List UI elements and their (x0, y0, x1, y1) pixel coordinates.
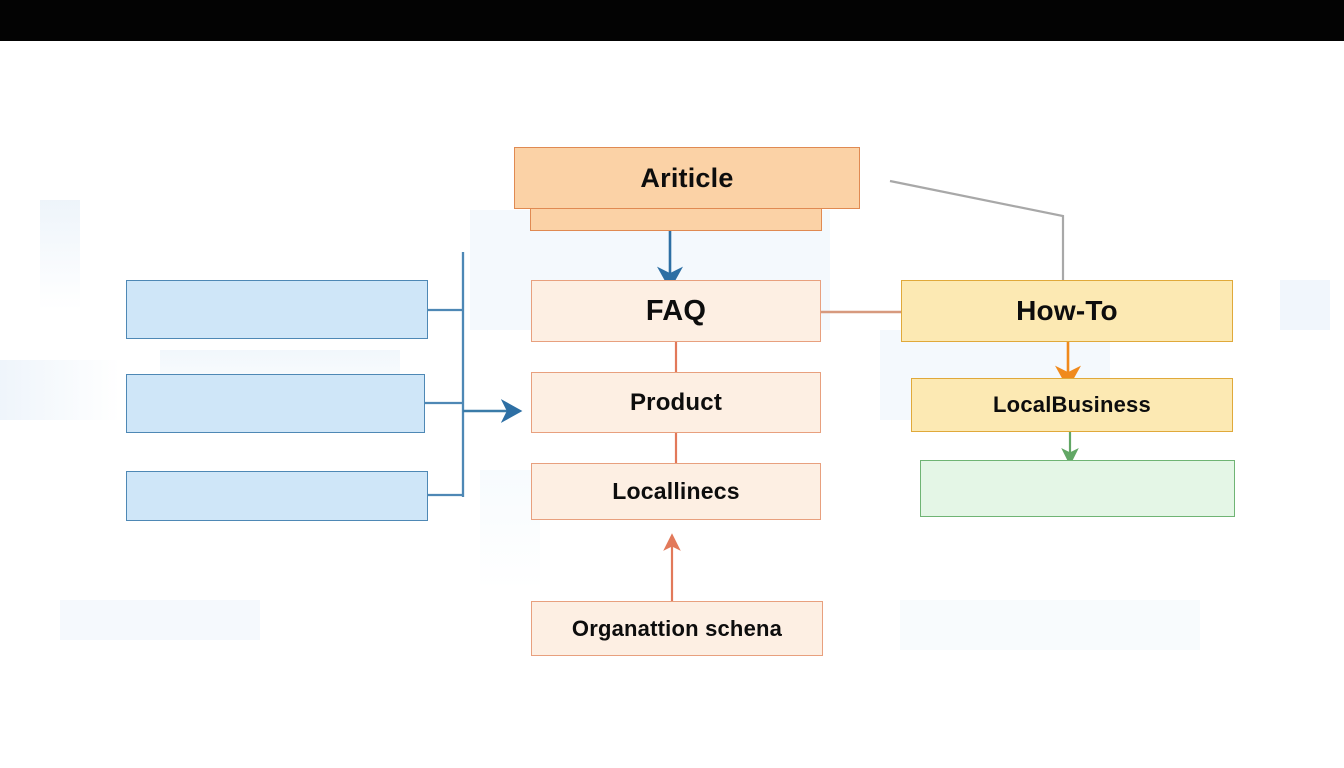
letterbox-top-bar (0, 0, 1344, 41)
node-article[interactable]: Ariticle (514, 147, 860, 209)
edge-blue-bracket-to-product (425, 252, 465, 497)
blue-box-1[interactable] (126, 280, 428, 339)
node-faq[interactable]: FAQ (531, 280, 821, 342)
letterbox-bottom-bar (0, 765, 1344, 768)
node-localbusiness-label: LocalBusiness (993, 392, 1151, 417)
blue-box-3[interactable] (126, 471, 428, 521)
blue-box-2[interactable] (126, 374, 425, 433)
node-product-label: Product (629, 388, 723, 416)
node-howto[interactable]: How-To (901, 280, 1233, 342)
node-howto-label: How-To (1016, 295, 1118, 326)
node-product[interactable]: Product (531, 372, 821, 433)
node-faq-label: FAQ (645, 294, 707, 327)
node-locallinecs-label: Locallinecs (612, 478, 740, 504)
node-localbusiness[interactable]: LocalBusiness (911, 378, 1233, 432)
node-organization-schema[interactable]: Organattion schena (531, 601, 823, 656)
node-organization-schema-label: Organattion schena (571, 615, 783, 641)
node-green-empty[interactable] (920, 460, 1235, 517)
node-article-label: Ariticle (640, 162, 734, 193)
node-locallinecs[interactable]: Locallinecs (531, 463, 821, 520)
edge-article-to-howto (889, 179, 1065, 282)
